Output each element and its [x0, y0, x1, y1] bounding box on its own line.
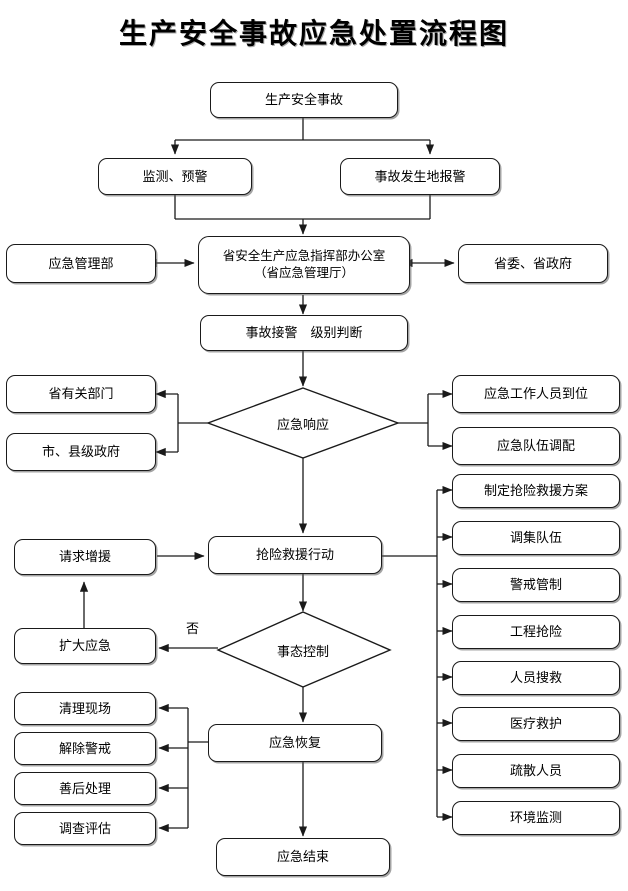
recovery-measure-item[interactable]: 善后处理	[14, 772, 156, 805]
node-team-allocation[interactable]: 应急队伍调配	[452, 427, 620, 465]
node-rescue-action[interactable]: 抢险救援行动	[208, 536, 382, 574]
node-city-county-gov-label: 市、县级政府	[41, 444, 120, 460]
recovery-measure-label: 清理现场	[58, 700, 111, 716]
node-recovery-label: 应急恢复	[268, 735, 321, 751]
node-related-depts-label: 省有关部门	[48, 386, 114, 402]
node-ministry-label: 应急管理部	[48, 255, 114, 271]
node-alarm-grading[interactable]: 事故接警 级别判断	[200, 315, 408, 351]
node-alarm-grading-label: 事故接警 级别判断	[245, 325, 363, 341]
node-provincial-gov-label: 省委、省政府	[493, 255, 572, 271]
node-city-county-government[interactable]: 市、县级政府	[6, 433, 156, 471]
node-monitor-warning[interactable]: 监测、预警	[98, 158, 252, 195]
recovery-measure-item[interactable]: 清理现场	[14, 692, 156, 725]
node-ministry-emergency-management[interactable]: 应急管理部	[6, 244, 156, 283]
node-monitor-warning-label: 监测、预警	[142, 168, 208, 184]
node-request-reinforcement-label: 请求增援	[58, 549, 111, 565]
node-site-alarm-label: 事故发生地报警	[374, 168, 466, 184]
rescue-measure-item[interactable]: 人员搜救	[452, 661, 620, 695]
rescue-measure-item[interactable]: 制定抢险救援方案	[452, 474, 620, 508]
recovery-measure-label: 解除警戒	[58, 740, 111, 756]
node-request-reinforcement[interactable]: 请求增援	[14, 539, 156, 575]
recovery-measure-label: 调查评估	[58, 820, 111, 836]
node-expand-emergency[interactable]: 扩大应急	[14, 628, 156, 664]
node-staff-in-place-label: 应急工作人员到位	[483, 386, 588, 402]
node-emergency-end[interactable]: 应急结束	[216, 838, 390, 876]
rescue-measure-item[interactable]: 警戒管制	[452, 568, 620, 602]
rescue-measure-item[interactable]: 工程抢险	[452, 615, 620, 649]
edge-label-no: 否	[186, 621, 200, 636]
page-title: 生产安全事故应急处置流程图	[118, 19, 509, 50]
rescue-measure-label: 工程抢险	[509, 624, 562, 640]
node-rescue-action-label: 抢险救援行动	[255, 547, 334, 563]
recovery-measure-label: 善后处理	[58, 780, 111, 796]
recovery-measure-item[interactable]: 解除警戒	[14, 732, 156, 765]
node-command-office-line1: 省安全生产应急指挥部办公室	[222, 249, 386, 264]
node-emergency-recovery[interactable]: 应急恢复	[208, 724, 382, 762]
node-provincial-command-office[interactable]: 省安全生产应急指挥部办公室 （省应急管理厅）	[198, 236, 410, 294]
recovery-measure-item[interactable]: 调查评估	[14, 812, 156, 845]
rescue-measure-item[interactable]: 医疗救护	[452, 707, 620, 741]
rescue-measure-label: 调集队伍	[509, 530, 562, 546]
rescue-measure-label: 环境监测	[509, 810, 562, 826]
node-emergency-end-label: 应急结束	[276, 849, 329, 865]
node-provincial-party-government[interactable]: 省委、省政府	[458, 244, 608, 283]
node-site-alarm[interactable]: 事故发生地报警	[340, 158, 500, 195]
node-incident[interactable]: 生产安全事故	[210, 82, 398, 118]
rescue-measure-label: 警戒管制	[509, 577, 562, 593]
rescue-measure-label: 制定抢险救援方案	[483, 483, 588, 499]
node-provincial-related-departments[interactable]: 省有关部门	[6, 375, 156, 413]
node-staff-in-place[interactable]: 应急工作人员到位	[452, 375, 620, 413]
rescue-measure-label: 医疗救护	[509, 716, 562, 732]
rescue-measure-item[interactable]: 环境监测	[452, 801, 620, 835]
rescue-measure-label: 人员搜救	[509, 670, 562, 686]
rescue-measure-label: 疏散人员	[509, 763, 562, 779]
node-incident-label: 生产安全事故	[264, 92, 343, 108]
node-command-office-line2: （省应急管理厅）	[253, 266, 354, 280]
rescue-measure-item[interactable]: 疏散人员	[452, 754, 620, 788]
node-team-allocation-label: 应急队伍调配	[496, 438, 575, 454]
rescue-measure-item[interactable]: 调集队伍	[452, 521, 620, 555]
node-expand-emergency-label: 扩大应急	[58, 638, 111, 654]
